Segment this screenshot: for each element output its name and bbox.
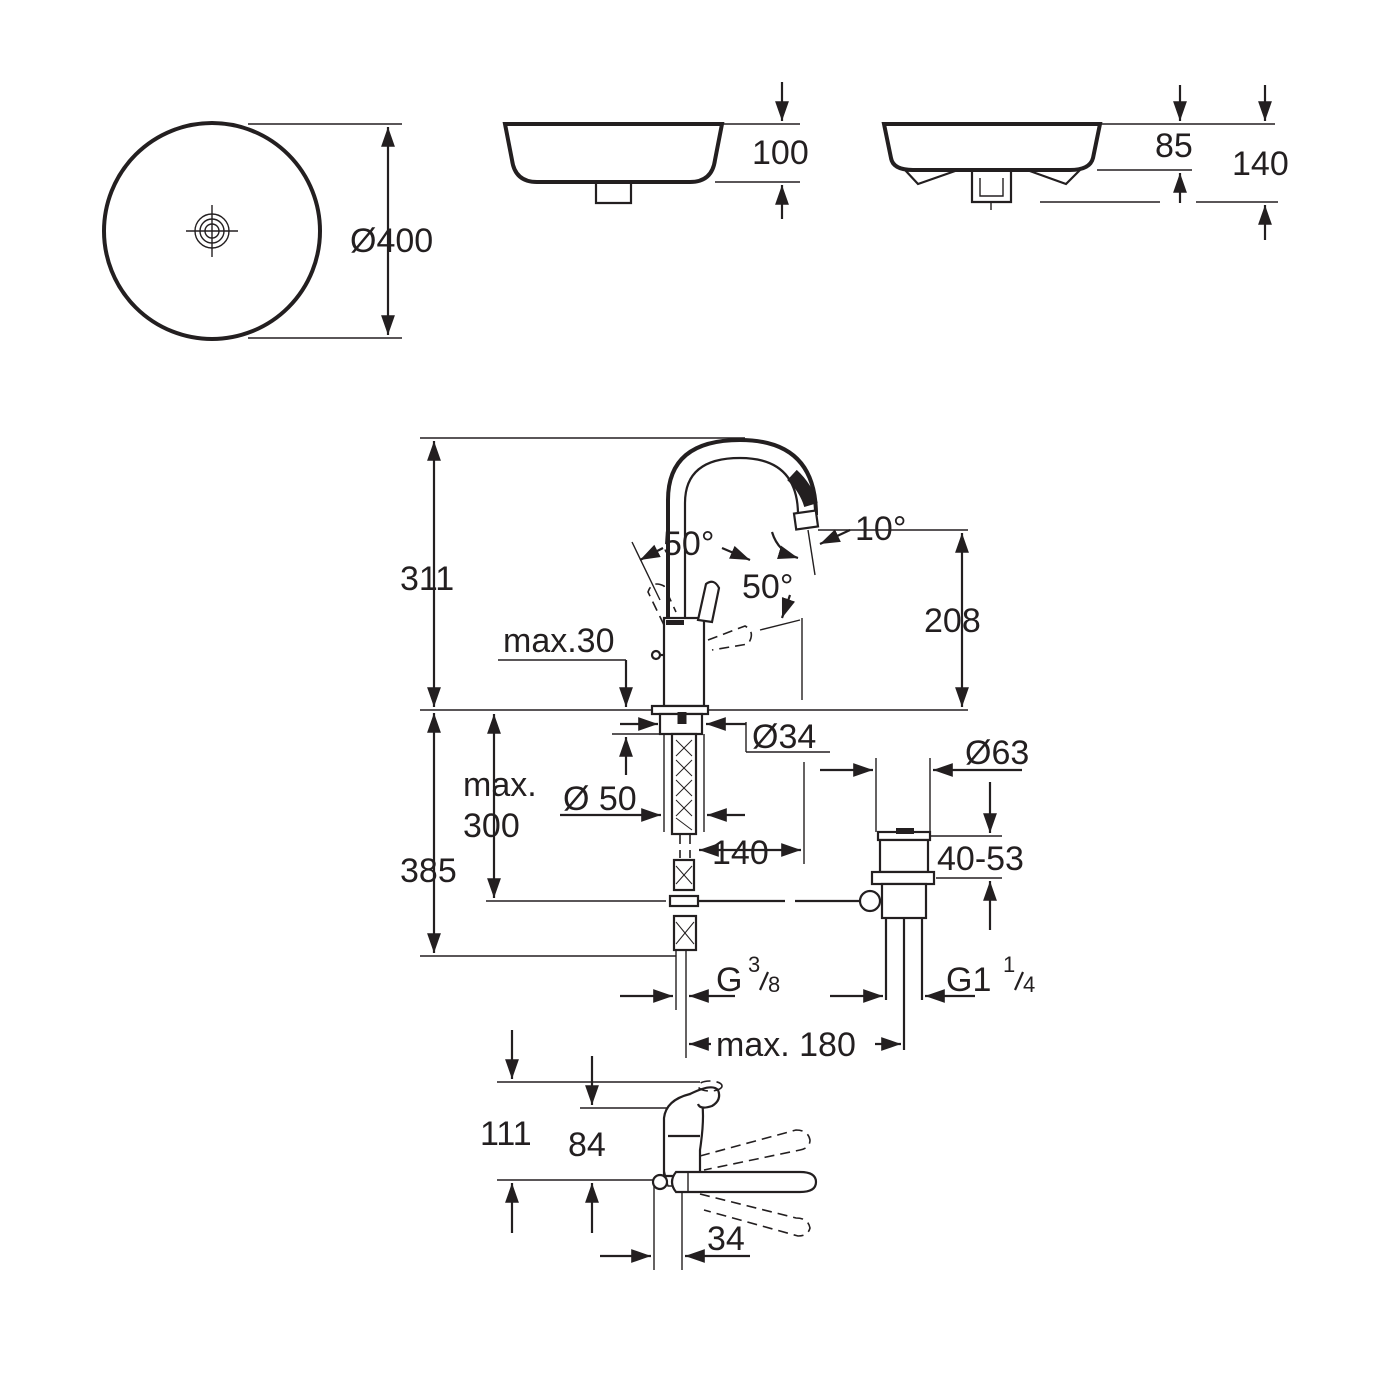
spout-outlet	[792, 509, 820, 531]
basin-total-height-label: 140	[1232, 145, 1289, 183]
spout-angle-label: 10°	[855, 510, 906, 548]
basin-side-view: 85 140	[881, 85, 1289, 240]
connection-g-denominator: 8	[768, 972, 780, 997]
basin-diameter-label: Ø400	[350, 222, 433, 260]
total-height-label: 311	[400, 560, 454, 598]
drain-icon	[186, 205, 238, 257]
lever-ghost-up	[699, 1129, 811, 1171]
basin-front-body	[502, 122, 725, 184]
basin-front-drain	[594, 182, 633, 205]
basin-side-body	[881, 122, 1103, 172]
basin-bowl-height-label: 85	[1155, 127, 1193, 165]
waste-range-label: 40-53	[937, 840, 1024, 878]
base-diameter-label: Ø 50	[563, 780, 637, 818]
connection-g1-denominator: 4	[1023, 972, 1035, 997]
spout-reach-label: 140	[712, 834, 769, 872]
tap-elevation: 311 10° 50° 50° 208 max.30 Ø34	[400, 437, 1035, 1064]
lever-top-view: 111 84 34	[480, 1030, 818, 1270]
max-deck-label: max.30	[503, 622, 615, 660]
max-below-label-line1: max.	[463, 766, 537, 804]
spout-inner	[683, 456, 800, 620]
connection-g-numerator: 3	[748, 952, 760, 977]
basin-rim-outline	[102, 121, 322, 341]
waste-fitting	[858, 828, 936, 1050]
max-below-label-line2: 300	[463, 807, 520, 845]
lever-width-34-label: 34	[707, 1220, 745, 1258]
connection-g1-label: G1	[946, 961, 991, 999]
basin-front-view: 100	[502, 82, 809, 219]
lever	[696, 580, 721, 624]
lever-right-ghost	[707, 625, 753, 651]
connection-g-label: G	[716, 961, 742, 999]
basin-top-view: Ø400	[102, 121, 433, 341]
pop-up-rod-clamp	[668, 894, 700, 908]
lever-height-84-label: 84	[568, 1126, 606, 1164]
waste-diameter-label: Ø63	[965, 734, 1029, 772]
tap-body	[662, 616, 706, 708]
lever-left-ghost	[647, 583, 677, 626]
lever-ghost-down	[699, 1193, 811, 1237]
spout-outer	[666, 437, 818, 620]
supply-hose	[670, 732, 698, 836]
basin-side-drain	[970, 170, 1013, 204]
below-height-label: 385	[400, 852, 457, 890]
spout-height-label: 208	[924, 602, 981, 640]
lever-arm	[670, 1170, 818, 1194]
lever-angle-left-label: 50°	[663, 525, 714, 563]
connection-g1-numerator: 1	[1003, 952, 1015, 977]
lever-height-111-label: 111	[480, 1115, 532, 1153]
basin-front-height-label: 100	[752, 134, 809, 172]
lever-angle-right-label: 50°	[742, 568, 793, 606]
hole-diameter-label: Ø34	[752, 718, 816, 756]
max-180-label: max. 180	[716, 1026, 856, 1064]
